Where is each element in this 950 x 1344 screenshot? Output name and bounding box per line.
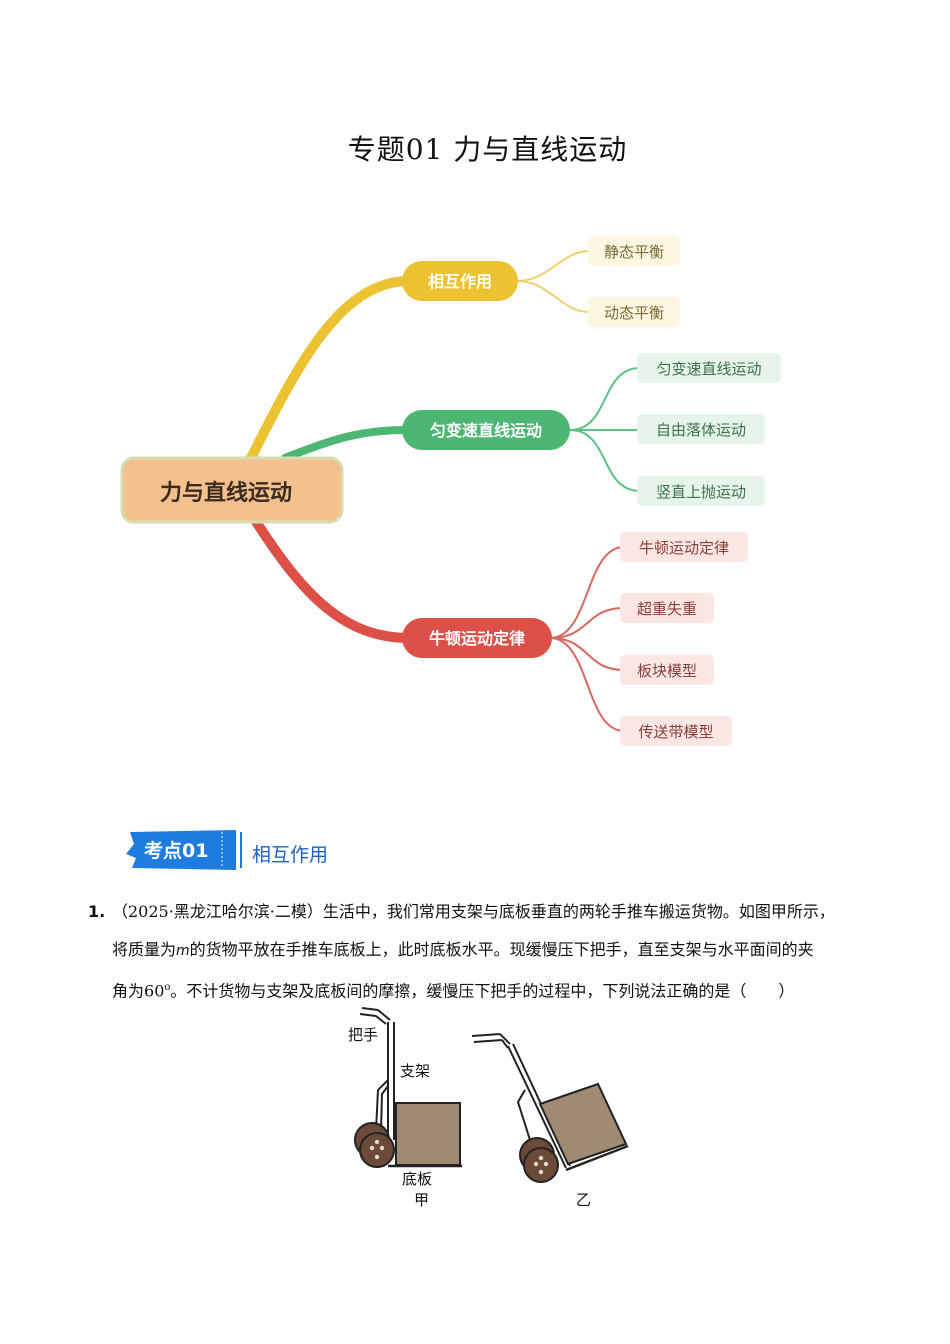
page-title: 专题01 力与直线运动 xyxy=(347,133,628,166)
base-label: 底板 xyxy=(402,1170,432,1188)
mind-map: 力与直线运动 相互作用 匀变速直线运动 牛顿运动定律 静态平衡 动态平衡 匀变速… xyxy=(120,236,781,746)
hand-truck-upright xyxy=(354,1007,462,1168)
leaf-node-1-1-label: 静态平衡 xyxy=(604,243,664,261)
kaodian-title: 相互作用 xyxy=(252,844,329,866)
caption-a: 甲 xyxy=(414,1191,429,1209)
connector-root-branch-1 xyxy=(245,276,410,465)
mass-variable: m xyxy=(176,943,190,959)
branch-node-1 xyxy=(402,261,518,301)
leaf-node-2-3-label: 竖直上抛运动 xyxy=(656,483,746,501)
branch-node-2 xyxy=(402,410,570,450)
connector-leaf-1-2 xyxy=(516,280,591,313)
handle-label: 把手 xyxy=(348,1026,378,1044)
branch-node-2-label: 匀变速直线运动 xyxy=(430,421,542,440)
question-line-3: 角为60o。不计货物与支架及底板间的摩擦，缓慢压下把手的过程中，下列说法正确的是… xyxy=(112,978,794,1001)
branch-node-3-label: 牛顿运动定律 xyxy=(429,629,525,648)
leaf-node-3-2-label: 超重失重 xyxy=(637,600,697,618)
question-number: 1. xyxy=(88,902,106,921)
leaf-node-1-2 xyxy=(588,297,680,327)
kaodian-label: 考点01 xyxy=(144,840,209,862)
question-line-3-a: 角为 xyxy=(112,981,145,1001)
leaf-node-2-1 xyxy=(637,353,781,383)
connector-leaf-2-3 xyxy=(569,429,641,492)
leaf-node-2-1-label: 匀变速直线运动 xyxy=(656,360,761,378)
leaf-node-1-1 xyxy=(588,236,680,266)
question-line-2-b: 的货物平放在手推车底板上，此时底板水平。现缓慢压下把手，直至支架与水平面间的夹 xyxy=(189,940,814,959)
connector-leaf-2-1 xyxy=(569,367,641,431)
question-line-1: （2025·黑龙江哈尔滨·二模）生活中，我们常用支架与底板垂直的两轮手推车搬运货… xyxy=(112,902,835,921)
leaf-node-3-3-label: 板块模型 xyxy=(637,662,697,680)
question-line-2-a: 将质量为 xyxy=(112,940,177,959)
leaf-node-3-1-label: 牛顿运动定律 xyxy=(639,539,729,557)
angle-value: 60 xyxy=(144,981,165,1001)
leaf-node-3-1 xyxy=(620,532,748,562)
degree-symbol: o xyxy=(164,982,171,993)
leaf-node-2-2 xyxy=(637,414,765,444)
connector-leaf-3-3 xyxy=(549,637,625,671)
root-node-label: 力与直线运动 xyxy=(160,480,292,506)
leaf-node-3-4-label: 传送带模型 xyxy=(638,723,713,741)
question-line-3-b: 。不计货物与支架及底板间的摩擦，缓慢压下把手的过程中，下列说法正确的是（ ） xyxy=(170,981,795,1001)
connector-leaf-3-2 xyxy=(549,607,625,639)
question-line-2: 将质量为m的货物平放在手推车底板上，此时底板水平。现缓慢压下把手，直至支架与水平… xyxy=(112,940,814,961)
leaf-node-3-2 xyxy=(620,593,714,623)
caption-b: 乙 xyxy=(576,1191,591,1209)
leaf-node-3-3 xyxy=(620,655,714,685)
branch-node-3 xyxy=(402,618,552,658)
connector-leaf-1-1 xyxy=(516,250,591,282)
root-node xyxy=(120,456,344,524)
connector-root-branch-3 xyxy=(250,515,410,643)
leaf-node-2-3 xyxy=(637,476,765,506)
leaf-node-2-2-label: 自由落体运动 xyxy=(656,421,746,439)
branch-node-1-label: 相互作用 xyxy=(428,272,492,291)
hand-truck-tilted xyxy=(471,1033,629,1183)
leaf-node-1-2-label: 动态平衡 xyxy=(604,304,664,322)
kaodian-badge xyxy=(126,830,242,870)
connector-leaf-3-1 xyxy=(549,546,625,639)
leaf-node-3-4 xyxy=(620,716,732,746)
connector-leaf-3-4 xyxy=(549,637,625,732)
hand-truck-figure: 把手 支架 底板 甲 乙 xyxy=(348,1007,629,1209)
connector-root-branch-2 xyxy=(281,426,409,462)
bracket-label: 支架 xyxy=(400,1062,430,1080)
